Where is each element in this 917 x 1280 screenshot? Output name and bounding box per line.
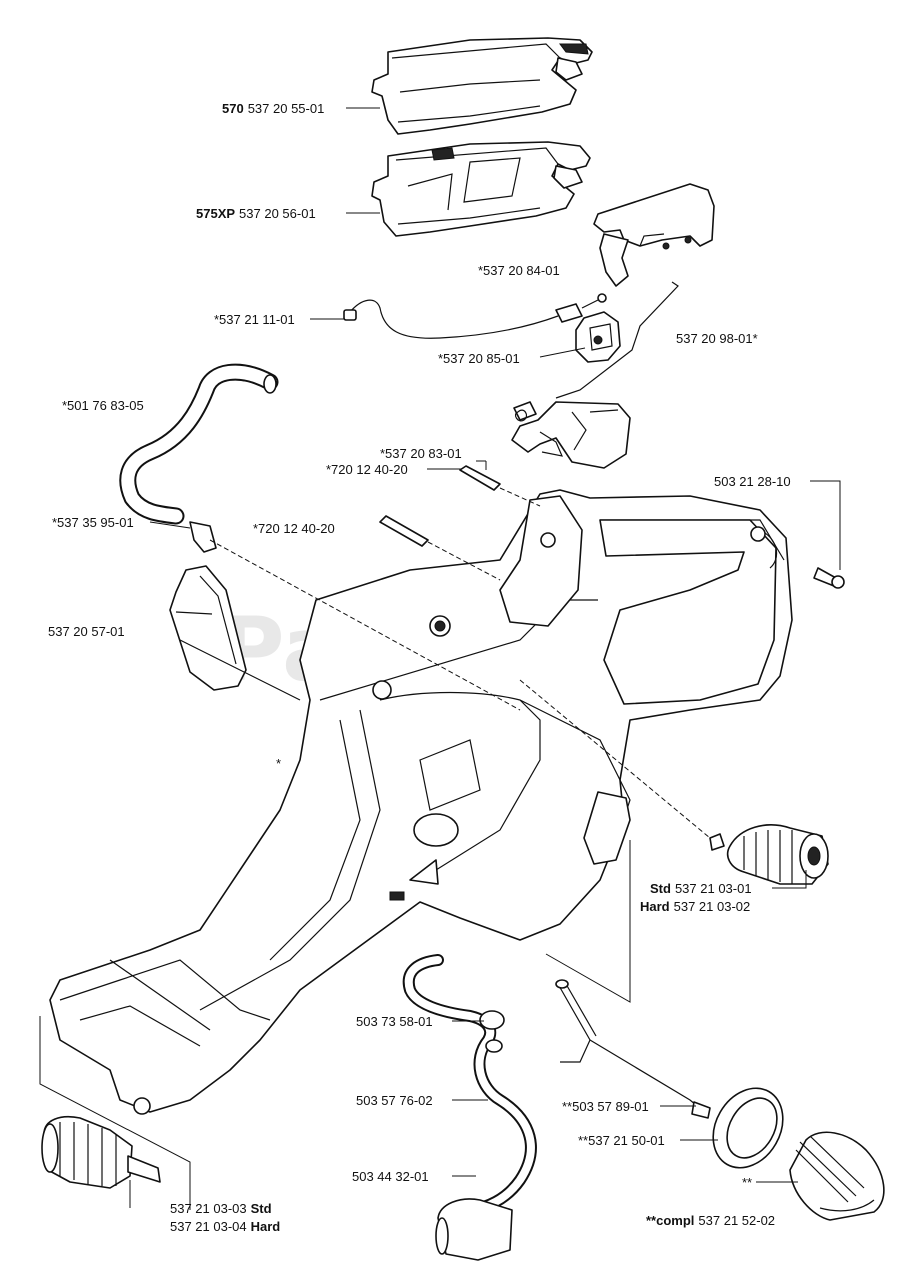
av-element-left[interactable] bbox=[41, 1116, 161, 1189]
label-screw: 503 21 28-10 bbox=[714, 474, 791, 489]
tank-housing[interactable] bbox=[49, 489, 793, 1115]
top-cover-570[interactable] bbox=[371, 37, 593, 135]
label-asterisk-tank: * bbox=[276, 756, 281, 771]
label-av-right-std: Std 537 21 03-01 bbox=[650, 881, 752, 896]
av-element-right[interactable] bbox=[709, 824, 829, 885]
leader-lines bbox=[39, 107, 841, 1210]
label-cover-570: 570 537 20 55-01 bbox=[222, 101, 324, 116]
label-handle-top: *537 20 84-01 bbox=[478, 263, 560, 278]
label-hose-clip: 503 73 58-01 bbox=[356, 1014, 433, 1029]
label-return-rod: **503 57 89-01 bbox=[562, 1099, 649, 1114]
control-rod[interactable] bbox=[513, 281, 679, 422]
part-537-20-55-01: 537 20 55-01 bbox=[248, 101, 325, 116]
part-537-21-52-02: 537 21 52-02 bbox=[698, 1213, 775, 1228]
part-537-21-03-03: 537 21 03-03 bbox=[170, 1201, 247, 1216]
label-pin-a: *720 12 40-20 bbox=[326, 462, 408, 477]
label-fuel-hose: *501 76 83-05 bbox=[62, 398, 144, 413]
fuel-line-assembly[interactable] bbox=[402, 954, 537, 1261]
label-cap: ** bbox=[742, 1175, 752, 1190]
hard-tag-left: Hard bbox=[251, 1219, 281, 1234]
model-575xp: 575XP bbox=[196, 206, 235, 221]
label-spring-part: *537 20 85-01 bbox=[438, 351, 520, 366]
std-tag-right: Std bbox=[650, 881, 671, 896]
throttle-trigger-assembly[interactable] bbox=[511, 401, 631, 469]
side-cover[interactable] bbox=[169, 565, 247, 691]
label-pin-b: *720 12 40-20 bbox=[253, 521, 335, 536]
tank-cap[interactable] bbox=[789, 1131, 885, 1221]
model-570: 570 bbox=[222, 101, 244, 116]
label-cover-575xp: 575XP 537 20 56-01 bbox=[196, 206, 316, 221]
handle-top-part[interactable] bbox=[593, 183, 715, 287]
fuel-hose[interactable] bbox=[119, 363, 279, 525]
part-537-21-03-02: 537 21 03-02 bbox=[674, 899, 751, 914]
compl-prefix: **compl bbox=[646, 1213, 694, 1228]
top-cover-575xp[interactable] bbox=[371, 141, 591, 237]
part-537-21-03-04: 537 21 03-04 bbox=[170, 1219, 247, 1234]
throttle-wire[interactable] bbox=[343, 293, 607, 339]
std-tag-left: Std bbox=[251, 1201, 272, 1216]
label-cap-compl: **compl 537 21 52-02 bbox=[646, 1213, 775, 1228]
part-537-20-56-01: 537 20 56-01 bbox=[239, 206, 316, 221]
screw[interactable] bbox=[813, 567, 845, 589]
label-filter: 503 44 32-01 bbox=[352, 1169, 429, 1184]
label-nipple: *537 35 95-01 bbox=[52, 515, 134, 530]
label-rod: 537 20 98-01* bbox=[676, 331, 758, 346]
part-537-21-03-01: 537 21 03-01 bbox=[675, 881, 752, 896]
pin-upper[interactable] bbox=[459, 465, 501, 491]
label-av-left-hard: 537 21 03-04 Hard bbox=[170, 1219, 280, 1234]
label-seal: **537 21 50-01 bbox=[578, 1133, 665, 1148]
pin-lower[interactable] bbox=[379, 515, 429, 547]
label-side-cover: 537 20 57-01 bbox=[48, 624, 125, 639]
label-av-right-hard: Hard 537 21 03-02 bbox=[640, 899, 750, 914]
return-rod[interactable] bbox=[555, 979, 711, 1119]
tank-seal[interactable] bbox=[699, 1076, 796, 1181]
label-wire: *537 21 11-01 bbox=[214, 312, 295, 327]
fuel-nipple[interactable] bbox=[189, 521, 217, 553]
label-fuel-line: 503 57 76-02 bbox=[356, 1093, 433, 1108]
label-pin-assembly: *537 20 83-01 bbox=[380, 446, 462, 461]
label-av-left-std: 537 21 03-03 Std bbox=[170, 1201, 272, 1216]
spring-part[interactable] bbox=[575, 311, 621, 363]
hard-tag-right: Hard bbox=[640, 899, 670, 914]
